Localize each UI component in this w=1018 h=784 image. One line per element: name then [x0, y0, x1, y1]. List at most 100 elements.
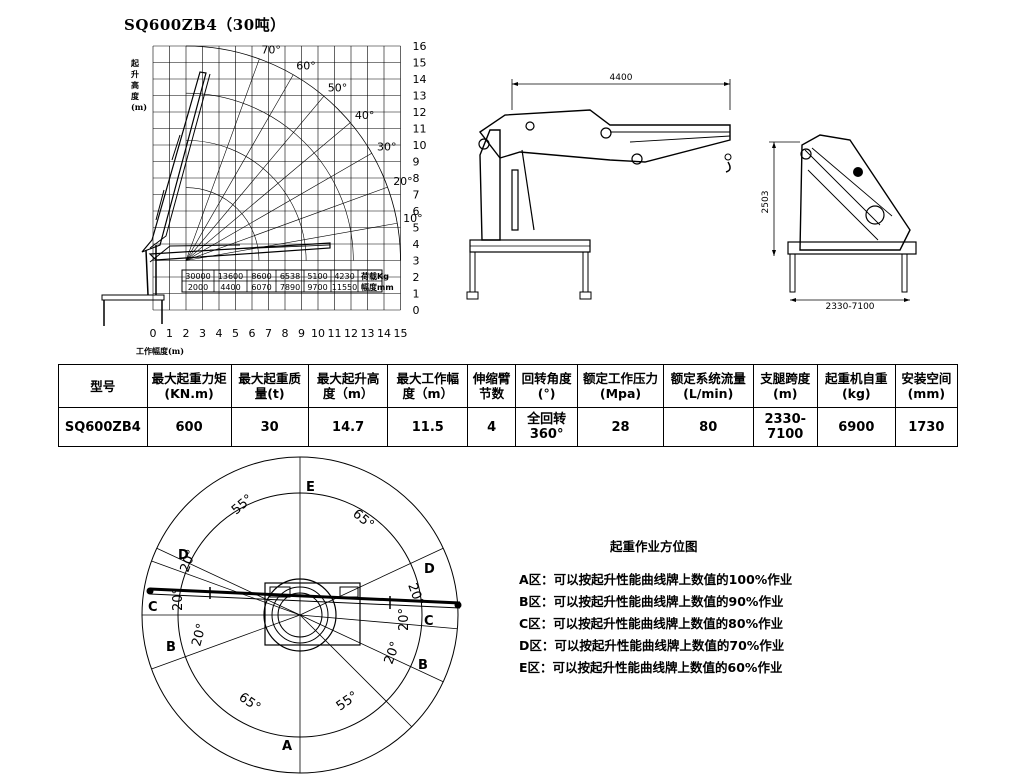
- zone-angle-label: 20°: [404, 581, 426, 608]
- inner-arc: [185, 187, 260, 261]
- angle-ray: [185, 58, 260, 261]
- y-tick-label: 16: [413, 40, 427, 53]
- y-tick-label: 15: [413, 57, 427, 70]
- zone-legend-item: A区：可以按起升性能曲线牌上数值的100%作业: [519, 572, 793, 587]
- zone-letter-d_left: D: [178, 548, 189, 563]
- y-tick-label: 8: [413, 172, 420, 185]
- zone-letter-c_right: C: [424, 614, 434, 629]
- capacity-load-label: 荷载Kg: [360, 271, 389, 281]
- zone-letter-b_left: B: [166, 640, 176, 655]
- capacity-load: 8600: [251, 272, 271, 281]
- y-tick-label: 14: [413, 73, 427, 86]
- capacity-load: 13600: [218, 272, 243, 281]
- y-tick-label: 3: [413, 255, 420, 268]
- y-tick-label: 12: [413, 106, 427, 119]
- angle-label: 20°: [393, 175, 413, 188]
- angle-label: 50°: [328, 82, 348, 95]
- zone-angle-label: 20°: [171, 588, 186, 611]
- spec-table-header: 型号最大起重力矩(KN.m)最大起重质量(t)最大起升高度（m）最大工作幅度（m…: [58, 364, 959, 408]
- y-tick-label: 2: [413, 271, 420, 284]
- zone-angle-label: 55°: [229, 492, 256, 518]
- zone-legend-item: D区：可以按起升性能曲线牌上数值的70%作业: [519, 638, 785, 653]
- spec-value-cell: 600: [146, 407, 232, 447]
- capacity-radius-label: 幅度mm: [361, 282, 394, 292]
- spec-header-cell: 额定系统流量(L/min): [662, 364, 754, 408]
- spec-value-cell: 1730: [894, 407, 959, 447]
- zone-top-view-crane: [146, 578, 462, 652]
- load-chart-arcs: 70°60°50°40°30°20°10°: [185, 43, 423, 261]
- y-tick-label: 11: [413, 123, 427, 136]
- spec-header-cell: 最大起重质量(t): [230, 364, 309, 408]
- angle-label: 30°: [377, 140, 397, 153]
- drawing-title: SQ600ZB4（30吨）: [124, 16, 286, 34]
- capacity-radius: 4400: [220, 283, 240, 292]
- zone-angle-label: 65°: [236, 690, 263, 716]
- y-tick-label: 6: [413, 205, 420, 218]
- span-dimension: 2330-7100: [825, 302, 874, 312]
- x-tick-label: 5: [232, 327, 239, 340]
- x-tick-label: 2: [183, 327, 190, 340]
- zone-angle-label: 55°: [334, 689, 361, 715]
- capacity-load: 6538: [280, 272, 300, 281]
- spec-header-cell: 安装空间(mm): [894, 364, 959, 408]
- spec-value-cell: 28: [577, 407, 664, 447]
- zone-legend-item: B区：可以按起升性能曲线牌上数值的90%作业: [519, 594, 784, 609]
- x-tick-label: 7: [265, 327, 272, 340]
- y-tick-label: 0: [413, 304, 420, 317]
- inner-arc: [185, 140, 307, 261]
- zone-letter-a: A: [282, 739, 292, 754]
- zone-boundary: [299, 614, 413, 728]
- capacity-radius: 11550: [332, 283, 357, 292]
- zone-boundary: [151, 614, 301, 670]
- y-axis-label: 起升高度(m): [131, 58, 148, 112]
- zone-letter-e: E: [306, 480, 315, 495]
- angle-ray: [185, 95, 325, 261]
- x-tick-label: 4: [216, 327, 223, 340]
- spec-header-cell: 回转角度(°): [515, 364, 579, 408]
- y-tick-label: 10: [413, 139, 427, 152]
- x-tick-label: 14: [377, 327, 391, 340]
- spec-value-cell: 30: [230, 407, 309, 447]
- angle-ray: [185, 74, 294, 261]
- capacity-radius: 9700: [307, 283, 327, 292]
- capacity-radius: 7890: [280, 283, 300, 292]
- spec-header-cell: 支腿跨度(m): [752, 364, 818, 408]
- angle-label: 40°: [355, 109, 375, 122]
- x-tick-label: 11: [328, 327, 342, 340]
- inner-arc: [185, 92, 354, 261]
- zone-angle-label: 20°: [382, 640, 404, 667]
- x-tick-label: 10: [311, 327, 325, 340]
- zone-boundary: [299, 614, 458, 630]
- x-tick-label: 1: [166, 327, 173, 340]
- crane-side-view: 4400: [466, 73, 732, 300]
- zone-boundary: [299, 614, 444, 683]
- load-chart-grid: [152, 45, 401, 311]
- x-tick-label: 13: [361, 327, 375, 340]
- zone-diagram-lines: [141, 456, 459, 774]
- spec-value-cell: 80: [662, 407, 754, 447]
- boom-silhouettes: [101, 71, 331, 326]
- x-tick-label: 12: [344, 327, 358, 340]
- capacity-radius: 6070: [251, 283, 271, 292]
- zone-boundary: [151, 560, 301, 616]
- x-tick-label: 9: [298, 327, 305, 340]
- x-tick-label: 8: [282, 327, 289, 340]
- zone-angle-label: 20°: [397, 608, 412, 631]
- zone-letter-d_right: D: [424, 562, 435, 577]
- spec-header-cell: 最大工作幅度（m）: [387, 364, 469, 408]
- angle-label: 70°: [261, 43, 281, 56]
- zone-boundary: [156, 547, 301, 616]
- spec-header-cell: 最大起升高度（m）: [307, 364, 389, 408]
- spec-table: 型号最大起重力矩(KN.m)最大起重质量(t)最大起升高度（m）最大工作幅度（m…: [58, 364, 959, 447]
- zone-angle-label: 20°: [189, 622, 209, 648]
- y-tick-label: 1: [413, 288, 420, 301]
- height-dimension: 2503: [761, 191, 771, 214]
- zone-legend-item: E区：可以按起升性能曲线牌上数值的60%作业: [519, 660, 783, 675]
- spec-value-cell: 14.7: [307, 407, 389, 447]
- spec-header-cell: 额定工作压力(Mpa): [577, 364, 664, 408]
- outer-arc: [185, 45, 401, 261]
- capacity-load: 30000: [185, 272, 210, 281]
